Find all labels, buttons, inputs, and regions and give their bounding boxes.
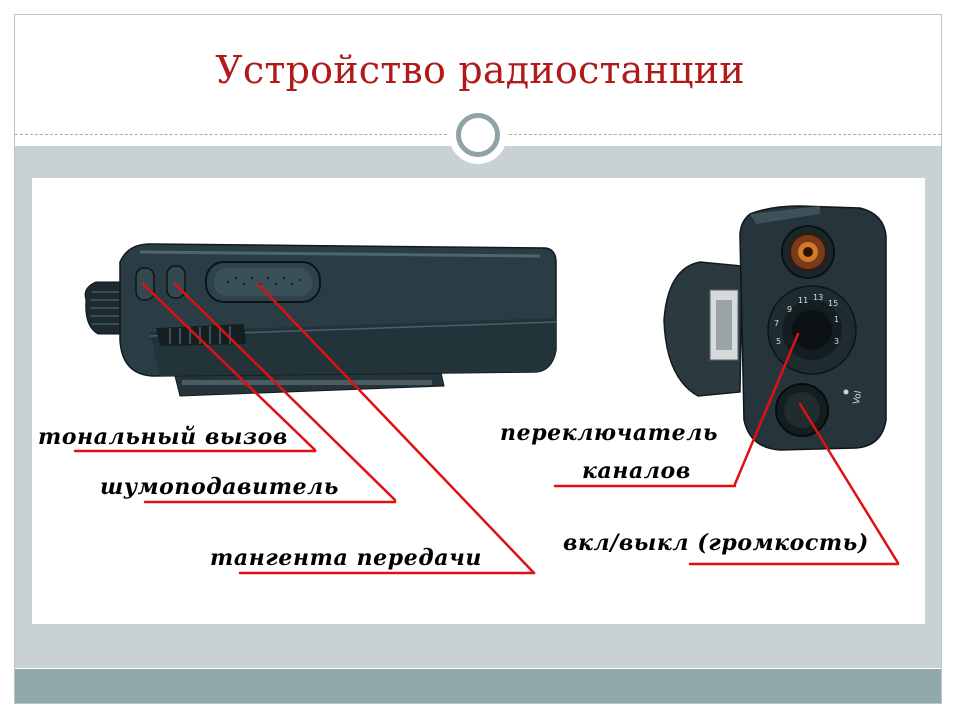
- knob-mark: 7: [774, 319, 779, 328]
- callout-channel-leader: [733, 332, 800, 486]
- knob-mark: 9: [787, 305, 792, 314]
- label-ptt: тангента передачи: [210, 545, 483, 571]
- vol-label: Vol: [852, 390, 864, 405]
- slide-frame: [14, 14, 942, 704]
- label-tone-call: тональный вызов: [38, 424, 288, 450]
- knob-mark: 11: [798, 296, 808, 305]
- knob-markings: 9 11 13 15 1 3 5 7 Vol: [774, 293, 864, 405]
- knob-mark: 13: [813, 293, 823, 302]
- label-power-volume: вкл/выкл (громкость): [563, 530, 869, 556]
- knob-mark: 3: [834, 337, 839, 346]
- callout-ptt-leader: [256, 282, 536, 575]
- knob-mark: 5: [776, 337, 781, 346]
- callout-power-leader: [798, 402, 900, 565]
- label-channel-switch-line2: каналов: [582, 458, 691, 484]
- radio-side-view-illustration: [84, 243, 557, 397]
- callout-squelch-leader: [173, 282, 397, 502]
- label-channel-switch-line1: переключатель: [500, 420, 719, 446]
- callout-lines: [73, 282, 900, 575]
- knob-mark: 15: [828, 299, 838, 308]
- label-squelch: шумоподавитель: [100, 474, 339, 500]
- slide-title: Устройство радиостанции: [215, 48, 745, 92]
- radio-top-view-illustration: [663, 205, 887, 451]
- callout-tone-call-leader: [141, 282, 317, 452]
- knob-mark: 1: [834, 315, 839, 324]
- divider-ring-icon: [456, 113, 500, 157]
- footer-band: [15, 669, 941, 703]
